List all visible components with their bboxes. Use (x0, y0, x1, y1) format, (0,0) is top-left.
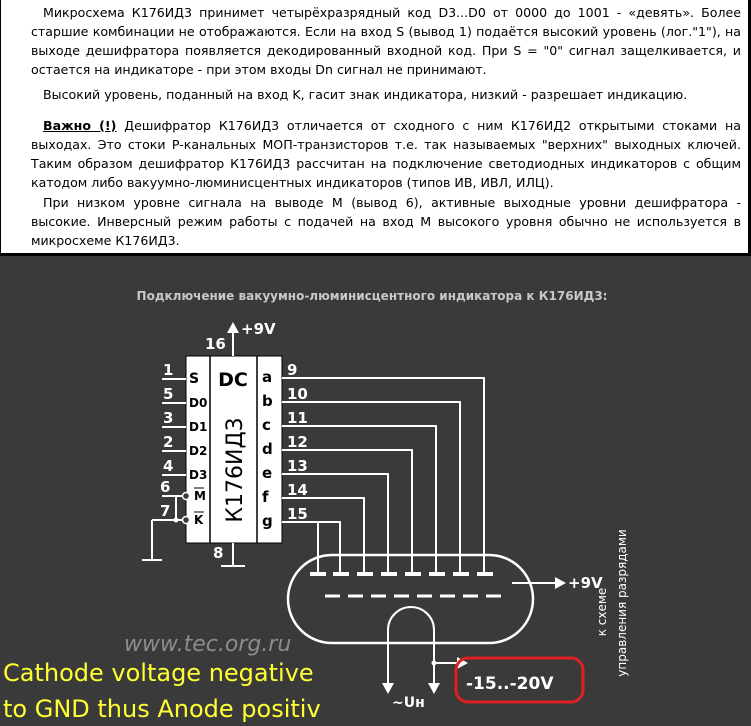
input-pin-number: 6 (160, 478, 170, 496)
watermark: www.tec.org.ru (124, 632, 292, 657)
cathode-voltage-label: -15..-20V (466, 674, 554, 694)
output-pin-number: 14 (287, 481, 308, 499)
output-label: a (262, 368, 272, 386)
caption-line-2: to GND thus Anode positiv (3, 695, 321, 723)
output-wires (282, 377, 485, 574)
output-label: c (262, 416, 271, 434)
description-panel: Микросхема К176ИД3 принимет четырёхразря… (0, 0, 751, 256)
output-label: e (262, 464, 272, 482)
pin-8-label: 8 (213, 544, 223, 562)
input-pin-number: 1 (163, 361, 173, 379)
output-labels: a b c d e f g (262, 368, 273, 530)
junction-dot (431, 660, 437, 666)
output-pin-number: 10 (287, 385, 308, 403)
output-pin-number: 13 (287, 457, 308, 475)
input-label: M (194, 489, 206, 503)
supply-label: +9V (241, 320, 276, 338)
filament-arrow-left-icon (382, 683, 394, 694)
filament (387, 606, 435, 663)
paragraph-4-text: При низком уровне сигнала на выводе M (в… (31, 195, 741, 248)
vfd-tube (286, 553, 535, 645)
chip-name: К176ИД3 (223, 417, 248, 522)
input-label: S (189, 371, 199, 387)
paragraph-3-text: Дешифратор К176ИД3 отличается от сходног… (31, 118, 741, 190)
grid-supply-label: +9V (568, 574, 603, 592)
paragraph-1-text: Микросхема К176ИД3 принимет четырёхразря… (31, 5, 741, 77)
input-pin-number: 7 (160, 502, 170, 520)
paragraph-1: Микросхема К176ИД3 принимет четырёхразря… (31, 3, 741, 79)
output-label: d (262, 440, 273, 458)
chip-inputs (142, 378, 191, 561)
inverted-input-m-icon (181, 491, 191, 501)
filament-arrow-right-icon (428, 683, 440, 694)
output-pin-number: 9 (287, 361, 297, 379)
inverted-input-k-icon (181, 515, 191, 525)
input-pin-numbers: 1 5 3 2 4 6 7 (160, 361, 173, 520)
output-pin-number: 15 (287, 505, 308, 523)
side-label-2: управления разрядами (615, 529, 629, 676)
input-pin-number: 4 (163, 457, 173, 475)
paragraph-2-text: Высокий уровень, поданный на вход K, гас… (43, 87, 688, 102)
input-pin-number: 3 (163, 409, 173, 427)
input-label: D3 (189, 468, 207, 482)
input-label: D2 (189, 444, 207, 458)
side-label-1: к схеме (595, 588, 609, 637)
output-pin-number: 12 (287, 433, 308, 451)
filament-label: ~Uн (392, 695, 425, 711)
input-labels: S D0 D1 D2 D3 M K (189, 371, 207, 527)
output-label: b (262, 392, 273, 410)
important-label: Важно (!) (43, 118, 117, 133)
paragraph-4: При низком уровне сигнала на выводе M (в… (31, 193, 741, 250)
output-pin-number: 11 (287, 409, 308, 427)
input-pin-number: 5 (163, 385, 173, 403)
output-pin-numbers: 9 10 11 12 13 14 15 (287, 361, 308, 523)
paragraph-3: Важно (!) Дешифратор К176ИД3 отличается … (31, 116, 741, 192)
supply-arrow-icon (227, 322, 239, 333)
schematic-svg: Подключение вакуумно-люминисцентного инд… (137, 289, 629, 711)
input-pin-number: 2 (163, 433, 173, 451)
grid-supply-arrow-icon (555, 577, 566, 589)
pin-16-label: 16 (205, 335, 226, 353)
input-label: D0 (189, 396, 207, 410)
output-label: g (262, 512, 273, 530)
caption-line-1: Cathode voltage negative (3, 659, 314, 687)
chip-header: DC (218, 369, 248, 391)
output-label: f (262, 488, 269, 506)
input-label: D1 (189, 420, 207, 434)
input-label: K (194, 513, 204, 527)
highlight-box (454, 656, 585, 704)
schematic-area: Подключение вакуумно-люминисцентного инд… (0, 256, 751, 726)
paragraph-2: Высокий уровень, поданный на вход K, гас… (31, 85, 741, 104)
diagram-title: Подключение вакуумно-люминисцентного инд… (137, 289, 608, 303)
